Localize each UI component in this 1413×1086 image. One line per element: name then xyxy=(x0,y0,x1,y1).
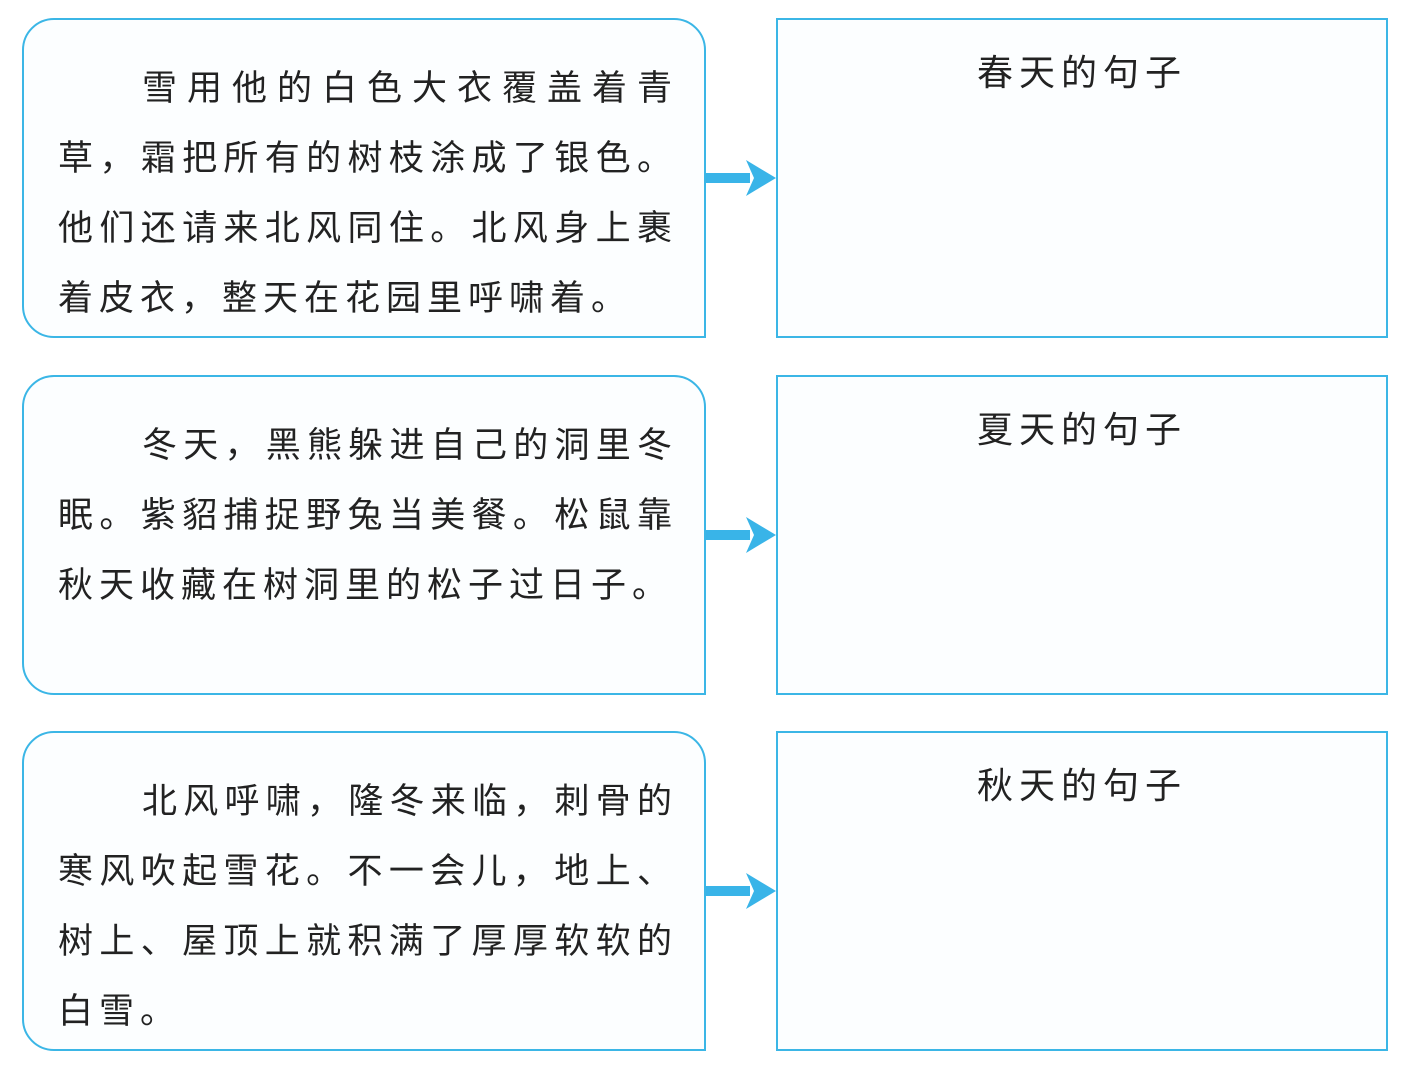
right-arrow-icon xyxy=(706,873,776,909)
answer-label-1: 春天的句子 xyxy=(976,53,1187,94)
passage-box-2: 冬天，黑熊躲进自己的洞里冬眠。紫貂捕捉野兔当美餐。松鼠靠秋天收藏在树洞里的松子过… xyxy=(22,375,706,695)
answer-box-2[interactable]: 夏天的句子 xyxy=(776,375,1388,695)
answer-label-2: 夏天的句子 xyxy=(976,410,1187,451)
matching-row-1: 雪用他的白色大衣覆盖着青草，霜把所有的树枝涂成了银色。他们还请来北风同住。北风身… xyxy=(0,18,1413,338)
passage-box-1: 雪用他的白色大衣覆盖着青草，霜把所有的树枝涂成了银色。他们还请来北风同住。北风身… xyxy=(22,18,706,338)
answer-box-1[interactable]: 春天的句子 xyxy=(776,18,1388,338)
passage-text-1: 雪用他的白色大衣覆盖着青草，霜把所有的树枝涂成了银色。他们还请来北风同住。北风身… xyxy=(58,69,678,319)
answer-label-3: 秋天的句子 xyxy=(976,766,1187,807)
passage-text-2: 冬天，黑熊躲进自己的洞里冬眠。紫貂捕捉野兔当美餐。松鼠靠秋天收藏在树洞里的松子过… xyxy=(58,426,678,606)
right-arrow-icon xyxy=(706,160,776,196)
answer-box-3[interactable]: 秋天的句子 xyxy=(776,731,1388,1051)
right-arrow-icon xyxy=(706,517,776,553)
passage-box-3: 北风呼啸，隆冬来临，刺骨的寒风吹起雪花。不一会儿，地上、树上、屋顶上就积满了厚厚… xyxy=(22,731,706,1051)
matching-row-2: 冬天，黑熊躲进自己的洞里冬眠。紫貂捕捉野兔当美餐。松鼠靠秋天收藏在树洞里的松子过… xyxy=(0,375,1413,695)
matching-row-3: 北风呼啸，隆冬来临，刺骨的寒风吹起雪花。不一会儿，地上、树上、屋顶上就积满了厚厚… xyxy=(0,731,1413,1051)
passage-text-3: 北风呼啸，隆冬来临，刺骨的寒风吹起雪花。不一会儿，地上、树上、屋顶上就积满了厚厚… xyxy=(58,782,678,1032)
